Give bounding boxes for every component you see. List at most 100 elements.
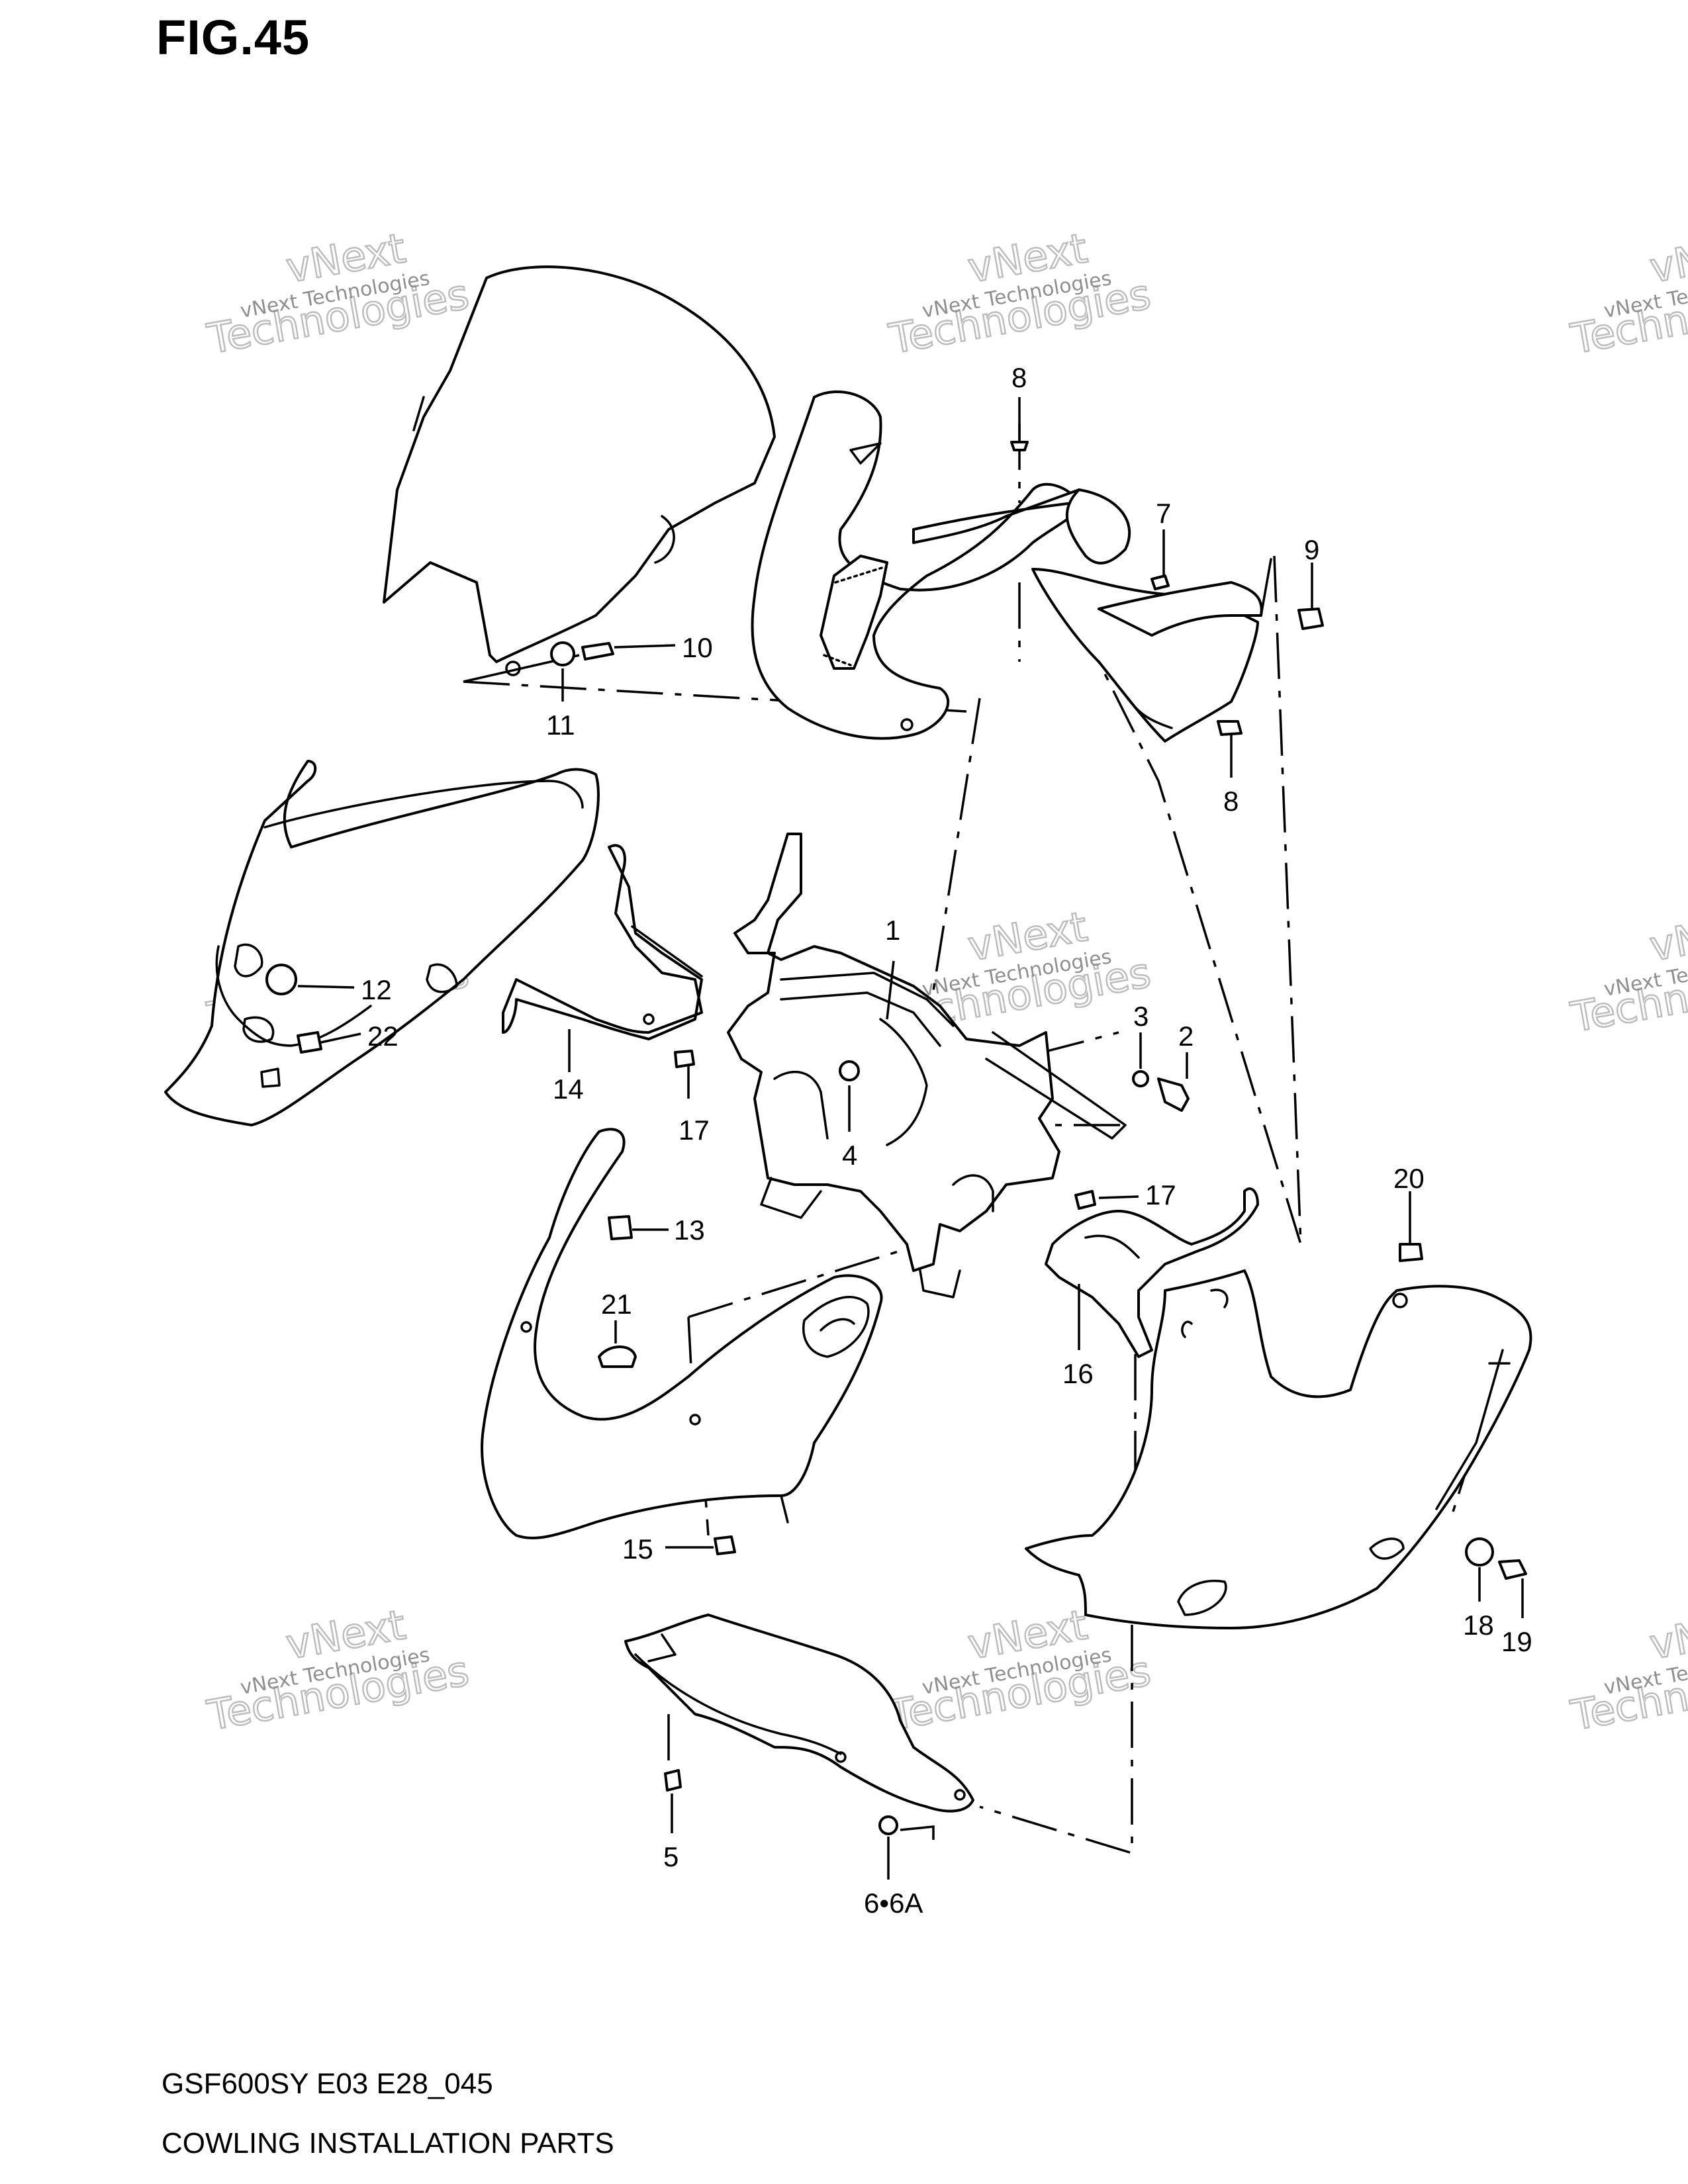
meter-panel-shell: [751, 390, 1080, 740]
cowling-brace-1: [727, 833, 1127, 1298]
right-panel-vent: [1177, 1580, 1227, 1616]
under-cowl-hole: [954, 1789, 966, 1801]
clip-22-icon: [297, 1031, 322, 1054]
inner-cover-edge: [1260, 558, 1272, 617]
callout-9: 9: [1304, 534, 1319, 565]
inner-cover-curve: [1124, 694, 1173, 729]
callout-12: 12: [361, 974, 392, 1005]
callout-16: 16: [1062, 1358, 1094, 1389]
assembly-line: [688, 1250, 901, 1318]
under-cowl-tab: [647, 1633, 677, 1662]
meter-panel-cowl: [751, 390, 1131, 740]
bracket-15-hole: [643, 1013, 655, 1025]
grommet-18-icon: [1465, 1537, 1494, 1567]
figure-title: FIG.45: [156, 10, 310, 65]
grommet-12-icon: [265, 964, 297, 995]
cowl-grille: [820, 555, 888, 670]
bolt-17a-icon: [674, 1050, 695, 1068]
brace-top-rail: [780, 972, 955, 1027]
brace-stay: [985, 1031, 1127, 1140]
cushion-21-icon: [598, 1345, 637, 1368]
callout-4: 4: [842, 1140, 857, 1171]
bracket-15: [502, 844, 703, 1099]
left-panel-vent: [426, 963, 458, 993]
bracket-16-body: [1045, 1187, 1259, 1358]
bracket-15-body: [502, 844, 703, 1040]
inner-cover-flange: [1098, 581, 1263, 637]
screw-8b-icon: [1217, 720, 1243, 736]
brace-foot: [760, 1177, 822, 1219]
under-cowl-crease: [634, 1653, 842, 1755]
brace-frame: [727, 833, 1060, 1272]
assembly-line: [1273, 555, 1302, 1245]
screw-8-icon: [1010, 441, 1029, 451]
screw-7-icon: [1150, 574, 1170, 590]
brace-mount: [952, 1174, 994, 1212]
collar-4-icon: [839, 1060, 860, 1081]
callout-2: 2: [1178, 1021, 1194, 1052]
callout-5: 5: [663, 1841, 679, 1872]
windscreen: [383, 265, 776, 683]
front-cowl-shell: [481, 1128, 883, 1539]
leader-line: [886, 960, 895, 1020]
left-panel-vent: [234, 943, 263, 978]
grille-teeth: [823, 654, 852, 666]
callout-14: 13: [674, 1214, 705, 1246]
under-cowl: [624, 1614, 974, 1880]
watermark-big-top: vNext: [1646, 224, 1688, 292]
bracket-16-edge: [1084, 1234, 1140, 1259]
watermark-big-top: vNext: [1646, 1600, 1688, 1668]
left-panel-vent: [242, 1016, 275, 1043]
under-cowl-shell: [624, 1614, 974, 1813]
leader-line: [297, 985, 355, 989]
left-side-panel: [164, 760, 600, 1126]
watermark-mid-right: vNext Technologies vNext Technologies: [1566, 901, 1688, 1042]
right-panel-tab: [1181, 1320, 1193, 1338]
fasteners-middle: [1074, 1032, 1190, 1210]
right-panel-tab: [1210, 1289, 1229, 1308]
right-side-panel: [1025, 1191, 1532, 1629]
nut-9-icon: [1297, 608, 1324, 630]
bracket-15-edge: [631, 925, 703, 978]
front-cowl-edge: [780, 1494, 789, 1524]
right-panel-vent: [1369, 1537, 1405, 1560]
leader-line: [320, 1032, 361, 1044]
watermark-top-right: vNext Technologies vNext Technologies: [1566, 223, 1688, 364]
callout-10: 10: [682, 632, 713, 663]
assembly-line: [1078, 621, 1302, 1245]
callout-6-6a: 6•6A: [864, 1888, 923, 1919]
screw-6-icon: [878, 1815, 898, 1835]
headlight-opening: [802, 1296, 870, 1358]
callout-19: 19: [1501, 1626, 1532, 1657]
headlight-lens: [820, 1318, 855, 1332]
front-cowl-hole: [520, 1321, 532, 1333]
callout-17-left: 17: [679, 1115, 710, 1146]
bolt-17b-icon: [1074, 1190, 1096, 1210]
leader-line: [614, 644, 676, 649]
front-cowl: [481, 1128, 883, 1555]
left-panel-rim: [215, 945, 372, 1047]
callout-3: 3: [1133, 1001, 1149, 1032]
assembly-line: [979, 1625, 1133, 1855]
fasteners-top: [550, 397, 1324, 778]
cowl-hole: [900, 718, 914, 731]
cowl-notch: [849, 442, 882, 465]
callout-7: 7: [1156, 498, 1171, 529]
watermark-bottom-left: vNext Technologies vNext Technologies: [203, 1600, 473, 1741]
assembly-line: [925, 698, 981, 1033]
callout-17-right: 17: [1145, 1179, 1176, 1210]
inner-side-cover: [1031, 558, 1272, 743]
left-panel-shell: [164, 760, 600, 1126]
windscreen-edge: [412, 396, 425, 432]
brace-foot: [919, 1269, 961, 1298]
screw-13-icon: [714, 1535, 736, 1555]
screw-10-icon: [581, 642, 614, 660]
callout-20: 20: [1393, 1163, 1425, 1194]
grille-teeth: [834, 567, 883, 584]
brace-top-rail: [780, 991, 941, 1047]
brace-center-tube: [879, 1018, 928, 1146]
callout-labels: 8 7 9 10 11 8 1 12 22 3 2 14 17 4 17 20 …: [361, 362, 1532, 1919]
callout-18: 18: [1463, 1610, 1494, 1641]
right-panel-shell: [1025, 1269, 1532, 1629]
